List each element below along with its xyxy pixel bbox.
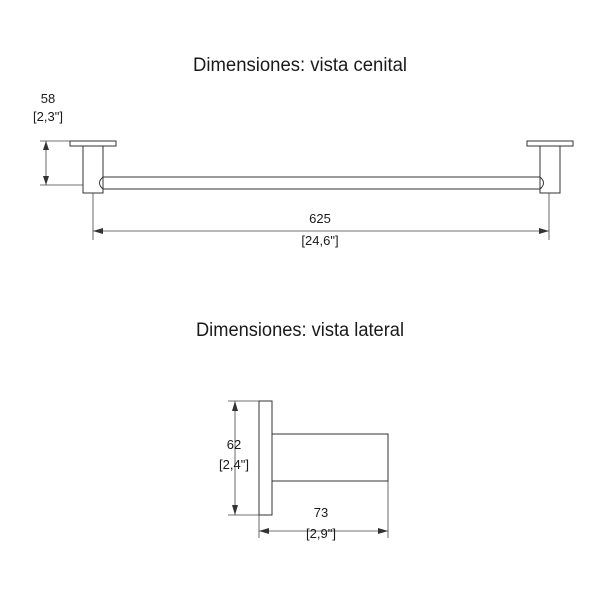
width-mm-label: 625 [309,211,331,226]
height-dimension: 62 [2,4"] [219,400,259,516]
width-dimension: 625 [24,6"] [92,193,550,248]
height-in-label: [2,4"] [219,457,249,472]
right-mount-plate [526,140,574,194]
depth-dimension: 58 [2,3"] [33,91,83,186]
wall-plate [258,400,273,516]
depth-in-label: [2,3"] [33,109,63,124]
towel-bar-side-view [258,400,389,516]
towel-bar-rod [99,176,544,190]
width-in-label: [24,6"] [301,233,338,248]
top-view-title: Dimensiones: vista cenital [193,55,407,76]
projection-mm-label: 73 [314,505,328,520]
height-mm-label: 62 [227,437,241,452]
projection-in-label: [2,9"] [306,526,336,541]
depth-mm-label: 58 [41,91,55,106]
bar-end-profile [271,433,389,482]
towel-bar-top-view [69,140,574,194]
projection-dimension: 73 [2,9"] [258,481,389,541]
side-view-title: Dimensiones: vista lateral [196,320,404,341]
